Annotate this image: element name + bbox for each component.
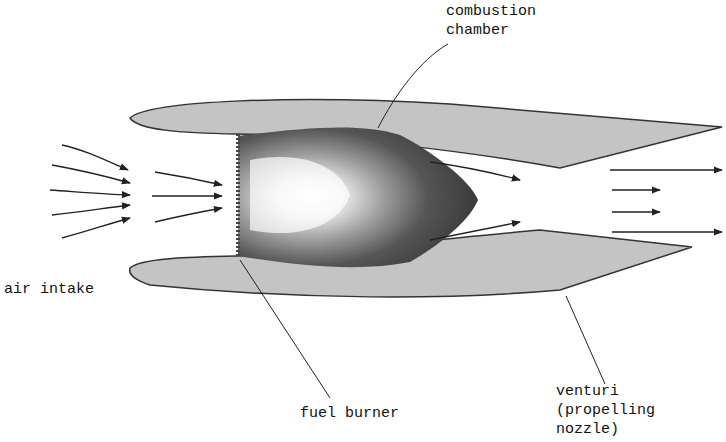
part-label: venturi (propelling nozzle) bbox=[556, 382, 676, 439]
flame bbox=[238, 127, 478, 267]
exhaust-arrows bbox=[430, 162, 722, 240]
intake-arrows bbox=[50, 145, 222, 238]
part-label: combustion chamber bbox=[446, 2, 566, 40]
part-label: fuel burner bbox=[300, 404, 430, 423]
flame-core bbox=[250, 157, 350, 233]
fuel-burner bbox=[236, 134, 240, 257]
leader-lines bbox=[240, 44, 605, 398]
part-label: air intake bbox=[4, 280, 124, 299]
